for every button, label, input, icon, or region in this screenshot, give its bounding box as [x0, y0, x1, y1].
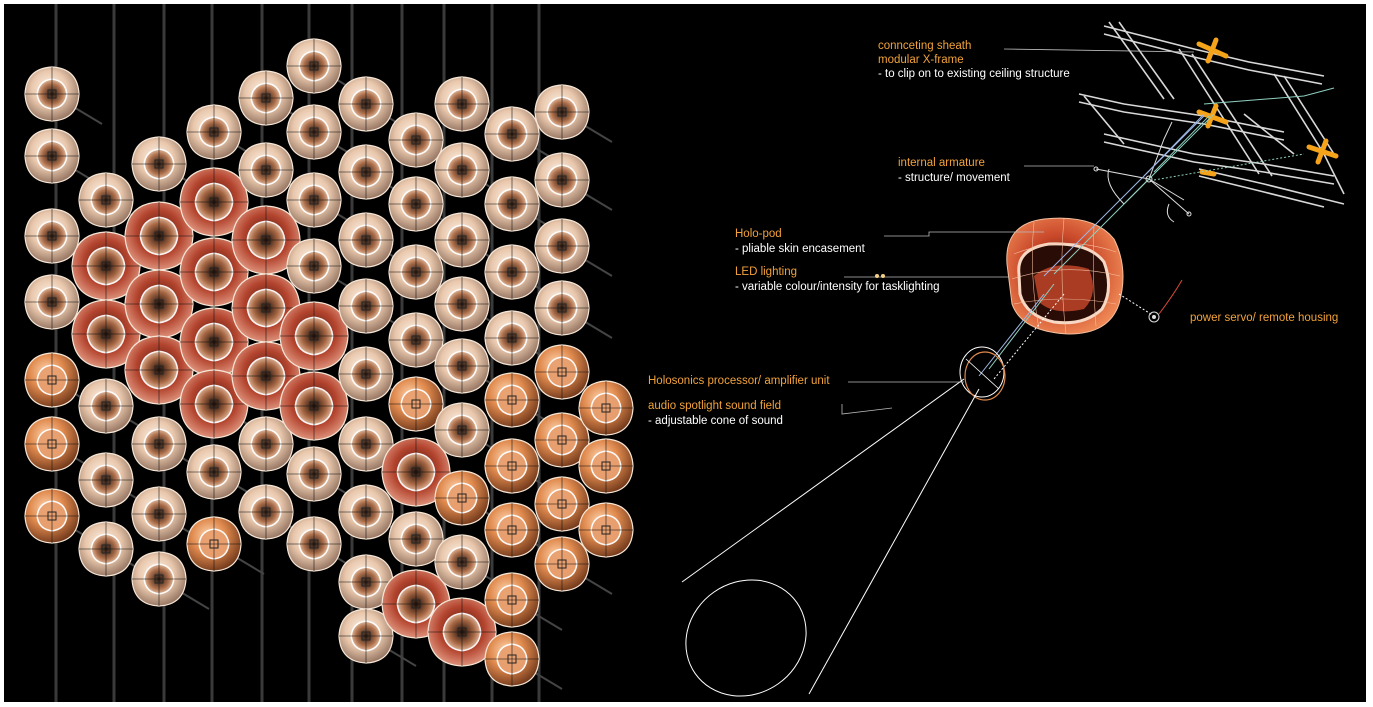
- power-servo: [1149, 280, 1182, 322]
- processor-unit: [960, 347, 1005, 400]
- led-title: LED lighting: [735, 266, 797, 279]
- x-frame-clips: [1199, 40, 1336, 174]
- holo-pod: [1007, 218, 1123, 334]
- diagram-panel: connceting sheath modular X-frame - to c…: [4, 4, 1366, 702]
- audio-title: audio spotlight sound field: [648, 400, 781, 413]
- led-desc: - variable colour/intensity for taskligh…: [735, 281, 940, 294]
- sheath-title: connceting sheath: [878, 40, 971, 53]
- servo-title: power servo/ remote housing: [1190, 312, 1338, 325]
- holopod-desc: - pliable skin encasement: [735, 243, 865, 256]
- holopod-title: Holo-pod: [735, 228, 782, 241]
- audio-desc: - adjustable cone of sound: [648, 415, 783, 428]
- processor-title: Holosonics processor/ amplifier unit: [648, 375, 830, 388]
- armature-desc: - structure/ movement: [898, 172, 1010, 185]
- armature-title: internal armature: [898, 157, 985, 170]
- xframe-title: modular X-frame: [878, 54, 964, 67]
- sheath-desc: - to clip on to existing ceiling structu…: [878, 68, 1070, 81]
- exploded-diagram: [4, 4, 1366, 702]
